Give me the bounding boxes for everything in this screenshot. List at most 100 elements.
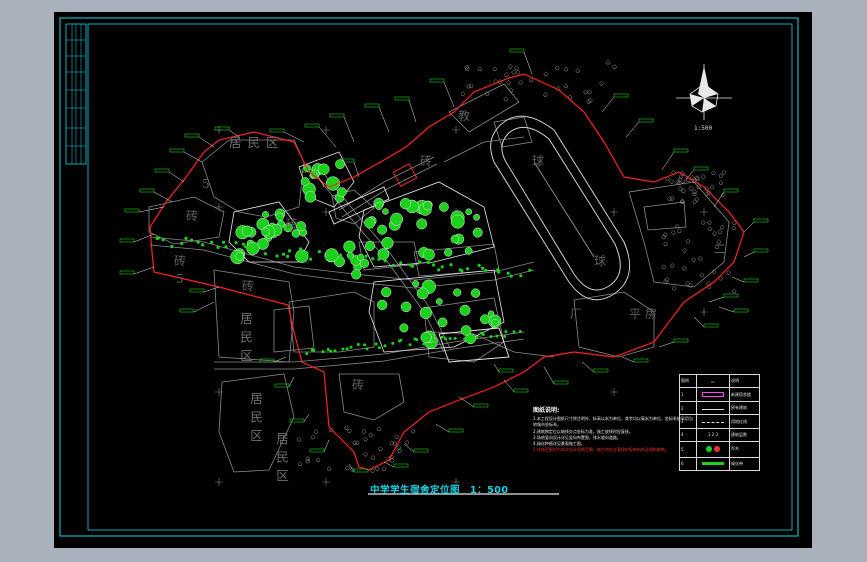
annotation-tag (613, 93, 629, 98)
shrub (224, 245, 228, 249)
shrub (286, 254, 290, 258)
leader-line (353, 161, 360, 178)
tree (422, 201, 433, 211)
vegetation-mark (697, 255, 703, 261)
leader-line (133, 233, 155, 243)
grid-cross (322, 126, 330, 134)
vegetation-mark (712, 230, 717, 236)
annotation-tag (214, 126, 230, 131)
shrub (156, 236, 160, 240)
shrub (210, 240, 214, 244)
tree (295, 221, 306, 232)
vegetation-mark (706, 283, 712, 289)
tree (487, 310, 495, 318)
legend-symbol-header: ▭ (711, 378, 715, 384)
annotation-tag (703, 323, 719, 328)
legend-desc: 原有建筑 (729, 400, 760, 416)
vegetation-mark (688, 282, 693, 288)
note-line: 1.本工程设计图纸尺寸除注明外，标高以米为单位，其余均以毫米为单位，坐标系统采用… (533, 416, 693, 428)
shrub (287, 249, 292, 253)
shrub (329, 349, 333, 353)
vegetation-mark (680, 199, 685, 204)
vegetation-mark (661, 264, 667, 269)
shrub (504, 330, 508, 334)
shrub (365, 347, 369, 351)
north-arrow (676, 64, 732, 120)
vegetation-mark (515, 69, 521, 75)
vegetation-mark (700, 173, 706, 179)
vegetation-mark (718, 180, 724, 185)
annotation-tag (673, 148, 689, 153)
vegetation-mark (497, 79, 503, 84)
leader-line (713, 191, 725, 208)
leader-line (183, 151, 203, 163)
vegetation-mark (587, 89, 592, 95)
shrub (325, 252, 329, 256)
vegetation-mark (717, 229, 723, 234)
shrub (358, 256, 362, 260)
leader-line (198, 136, 215, 148)
shrub (484, 268, 488, 272)
annotation-tag (394, 96, 410, 101)
legend-id: 3 (679, 414, 697, 429)
grid-cross (610, 388, 618, 396)
leader-line (731, 276, 745, 283)
tree (400, 301, 412, 313)
legend-id: 4 (679, 427, 697, 443)
tree (419, 306, 432, 319)
leader-line (288, 376, 295, 388)
tree (351, 269, 362, 280)
annotation-tag (553, 380, 569, 385)
shrub (333, 253, 337, 257)
trees (155, 59, 737, 473)
legend-id: 5 (679, 441, 697, 458)
shrub (448, 337, 452, 340)
vegetation-mark (504, 72, 509, 77)
tree (377, 248, 390, 260)
shrub (305, 352, 309, 356)
vegetation-mark (663, 241, 668, 246)
shrub (364, 254, 368, 258)
annotation-tag (124, 208, 140, 213)
leader-line (523, 51, 533, 75)
shrub (383, 259, 387, 263)
annotation-tag (259, 358, 275, 363)
vegetation-mark (707, 219, 712, 225)
vegetation-mark (731, 288, 737, 294)
zone-label-level: 平房 (629, 307, 662, 321)
vegetation-mark (682, 265, 687, 271)
shrub (263, 252, 267, 256)
shrub (444, 337, 447, 341)
drawing-scale: 1：500 (470, 485, 509, 496)
shrub (426, 336, 430, 340)
tree (317, 163, 330, 175)
legend-row: 图例 ▭ 说明 (679, 373, 760, 389)
vegetation-mark (352, 440, 358, 445)
leader-line (625, 121, 640, 138)
shrub (184, 236, 188, 240)
legend-symbol (696, 400, 730, 416)
tree (381, 236, 394, 250)
vegetation-mark (677, 228, 682, 233)
tree (336, 187, 347, 197)
leader-line (318, 126, 337, 148)
vegetation-mark (378, 446, 383, 452)
leader-line (315, 171, 325, 188)
vegetation-mark (404, 439, 410, 445)
vegetation-mark (464, 64, 469, 70)
tree (420, 331, 432, 343)
tree (437, 317, 448, 328)
tree (283, 222, 293, 233)
cad-viewport[interactable]: 居民区 居民区 居民区 居民区 砖 砖 砖 砖 砖 砖 5 5 球 球 教 厂 … (54, 12, 812, 548)
shrub (440, 265, 444, 269)
legend-desc: 新建宿舍楼 (729, 387, 760, 402)
zone-label-residential-2: 居民区 (238, 312, 253, 368)
shrub (299, 247, 303, 251)
leader-line (193, 301, 215, 313)
tree (246, 241, 260, 255)
vegetation-mark (691, 257, 697, 262)
leader-line (283, 131, 305, 143)
vegetation-mark (484, 91, 490, 96)
shrub (356, 343, 360, 346)
tree (435, 298, 443, 305)
